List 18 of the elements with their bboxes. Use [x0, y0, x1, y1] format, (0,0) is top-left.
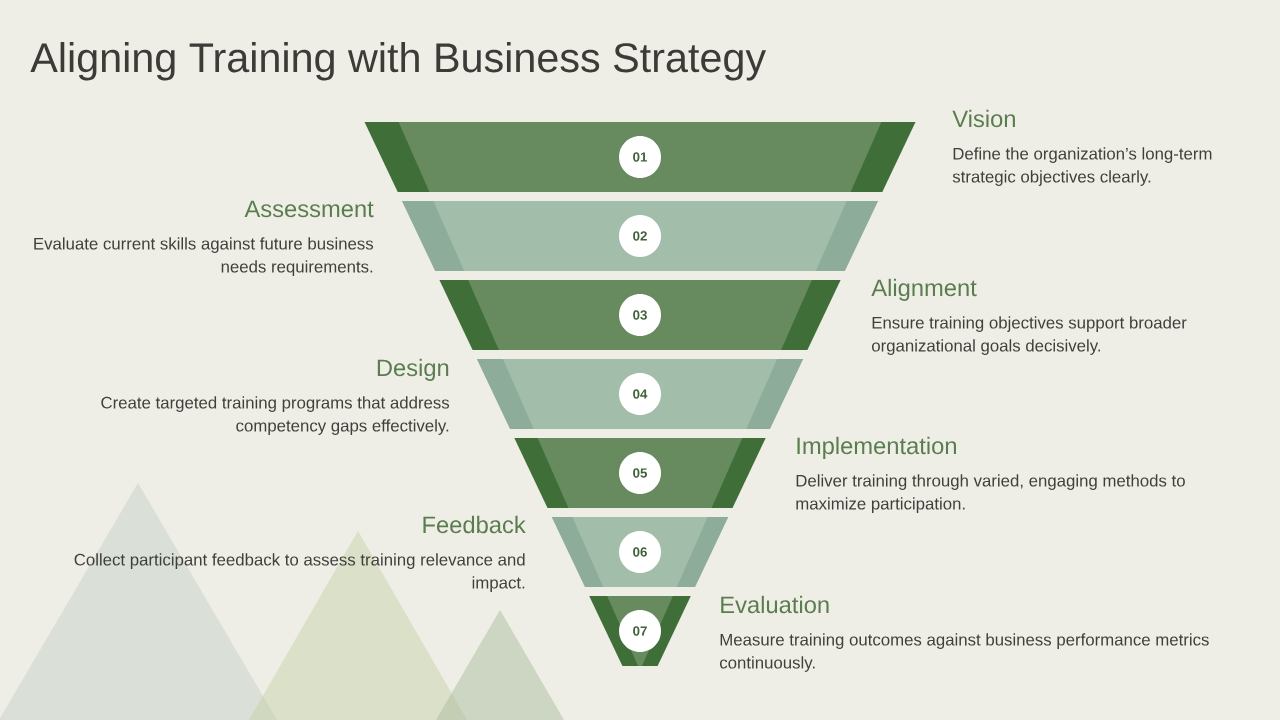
- heading: Design: [377, 358, 449, 381]
- heading: Feedback: [423, 515, 526, 534]
- description: Ensure training objectives support broader organizational goals decisively.: [872, 316, 1187, 355]
- description: Deliver training through varied, engaging methods to maximize participation.: [796, 474, 1185, 513]
- description: Measure training outcomes against business performance metrics continuously.: [720, 633, 1209, 672]
- heading: Implementation: [797, 436, 956, 459]
- heading: Alignment: [871, 278, 977, 301]
- description: Create targeted training programs that address competency gaps effectively.: [101, 396, 450, 435]
- heading: Evaluation: [721, 595, 829, 614]
- description: Define the organization’s long-term strategic objectives clearly.: [952, 147, 1212, 186]
- funnel-band: [364, 122, 916, 192]
- funnel-band: [476, 359, 804, 429]
- funnel-band: [514, 438, 766, 508]
- description: Collect participant feedback to assess training relevance and impact.: [74, 553, 525, 592]
- title: Aligning Training with Business Strategy: [30, 42, 766, 81]
- description: Evaluate current skills against future business needs requirements.: [34, 237, 374, 276]
- heading: Assessment: [244, 200, 374, 218]
- heading: Vision: [952, 109, 1015, 128]
